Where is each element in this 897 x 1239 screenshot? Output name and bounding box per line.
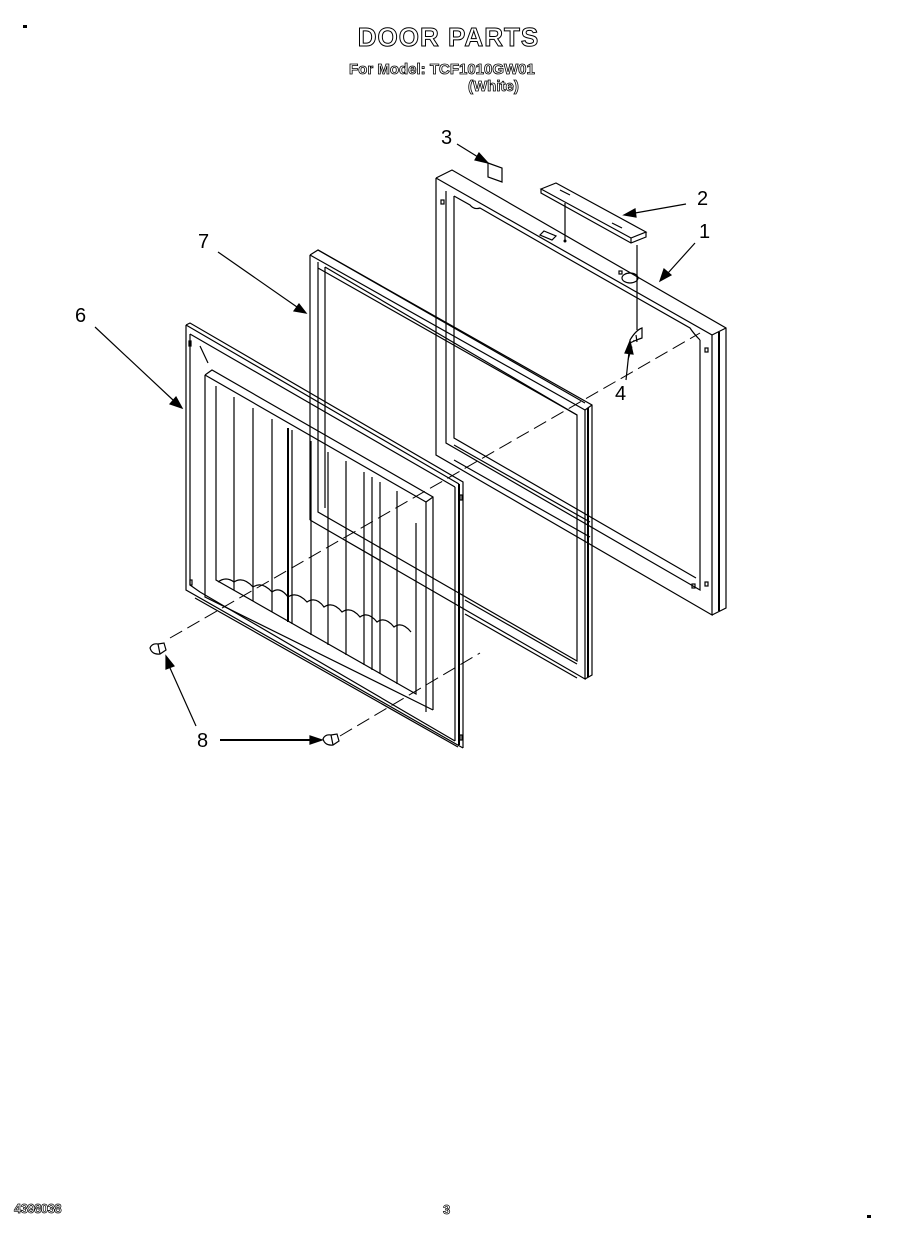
registration-mark-top-left — [23, 25, 27, 28]
page-number: 3 — [443, 1202, 451, 1218]
part-4-handle-clip — [629, 327, 643, 344]
callout-3: 3 — [441, 127, 453, 149]
registration-mark-bottom-right — [867, 1215, 871, 1218]
callout-2: 2 — [697, 188, 709, 210]
part-8-screw-plugs — [149, 642, 340, 746]
model-color: (White) — [468, 78, 520, 96]
document-number: 4398038 — [14, 1201, 62, 1217]
callout-4: 4 — [615, 383, 627, 405]
callout-1: 1 — [699, 221, 711, 243]
part-3-label — [487, 162, 503, 183]
page-title: DOOR PARTS — [357, 22, 540, 53]
part-1-outer-door-panel — [435, 169, 727, 617]
callout-8: 8 — [197, 730, 209, 752]
model-number: For Model: TCF1010GW01 — [349, 61, 536, 79]
part-2-door-handle — [539, 182, 648, 330]
callout-7: 7 — [198, 231, 210, 253]
callout-6: 6 — [75, 305, 87, 327]
part-7-door-gasket — [309, 249, 593, 681]
part-6-door-liner — [185, 322, 464, 749]
callout-leaders — [94, 143, 696, 745]
